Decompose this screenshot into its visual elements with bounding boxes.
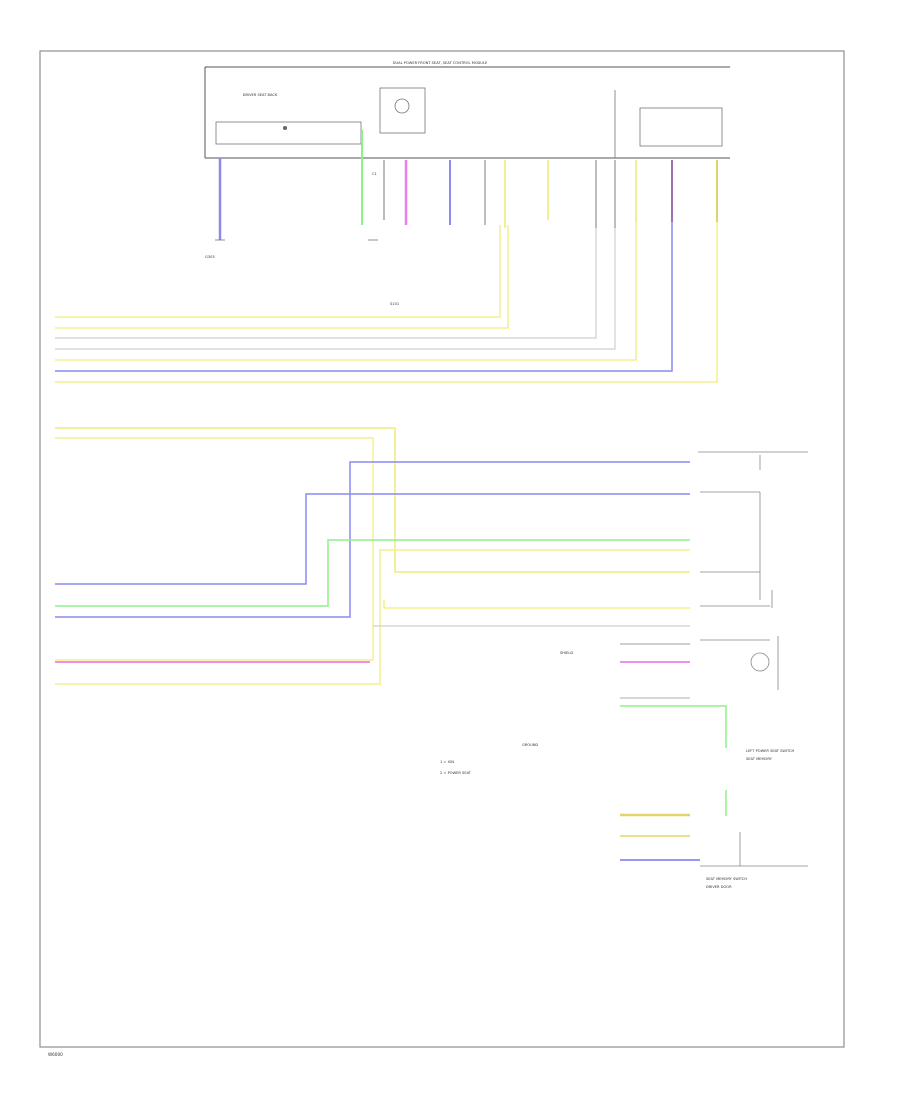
right-switch-network (698, 451, 808, 690)
inner-switch-block (215, 121, 362, 145)
legend: 1 = IGN 2 = POWER SEAT (440, 760, 472, 775)
motor-box (379, 87, 426, 134)
lower-right-wires (620, 643, 808, 867)
footer-label: W6000 (48, 1052, 63, 1057)
bottom-note-left: GROUND (522, 743, 538, 747)
relay-box (639, 107, 723, 147)
right-bottom-sub: DRIVER DOOR (706, 885, 732, 889)
right-bottom-label: SEAT MEMORY SWITCH (706, 877, 747, 881)
motor-symbol (394, 98, 410, 114)
legend-item-2: 2 = POWER SEAT (440, 771, 472, 775)
middle-harness (55, 427, 690, 685)
bottom-note-center: SHIELD (560, 651, 573, 655)
grounding-label: G303 (205, 255, 215, 259)
module-wire-stubs (218, 130, 718, 240)
left-splice-label: S101 (390, 302, 399, 306)
switch-contact (283, 126, 287, 130)
right-module-label: LEFT POWER SEAT SWITCH (746, 749, 795, 753)
upper-harness (55, 222, 718, 383)
right-module-sub: SEAT MEMORY (746, 757, 773, 761)
module-title: DUAL POWER FRONT SEAT, SEAT CONTROL MODU… (393, 61, 488, 65)
inner-block-label: DRIVER SEAT BACK (243, 93, 278, 97)
legend-item-1: 1 = IGN (440, 760, 454, 764)
connector-label: C1 (372, 172, 377, 176)
diagram-frame (39, 50, 845, 1048)
